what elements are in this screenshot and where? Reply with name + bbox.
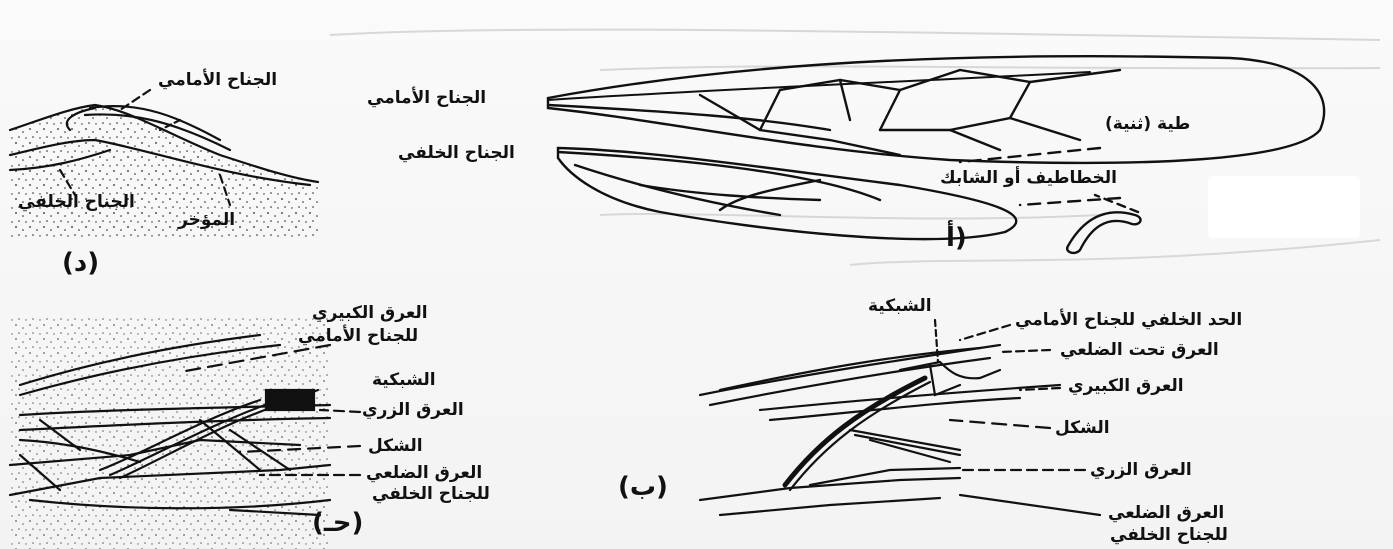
label-a-forewing: الجناح الأمامي (367, 90, 486, 107)
label-b-subcostal-vein: العرق تحت الضلعي (1060, 342, 1219, 359)
panel-d-detail (10, 90, 318, 240)
label-c-costal-vein-2: للجناح الخلفي (372, 486, 490, 503)
label-a-fold: طية (ثنية) (1105, 116, 1190, 133)
label-c-major-vein-1: العرق الكبيري (312, 305, 428, 322)
label-c-anal-vein: العرق الزري (362, 402, 464, 419)
hook-detail (1067, 212, 1140, 253)
label-b-costal-vein-2: للجناح الخلفي (1110, 527, 1228, 544)
label-d-tail: المؤخر (178, 212, 235, 229)
label-d-hindwing: الجناح الخلفي (18, 194, 135, 211)
label-a-hindwing: الجناح الخلفي (398, 145, 515, 162)
label-c-costal-vein-1: العرق الضلعي (366, 465, 482, 482)
panel-letter-a: (أ (946, 225, 967, 251)
panel-c-detail (10, 315, 360, 549)
label-b-frenulum: الشكل (1055, 420, 1110, 437)
label-b-forewing-posterior-margin: الحد الخلفي للجناح الأمامي (1015, 312, 1242, 329)
label-d-forewing: الجناح الأمامي (158, 72, 277, 89)
label-c-reticulum: الشبكية (372, 372, 436, 389)
label-b-anal-vein: العرق الزري (1090, 462, 1192, 479)
label-b-major-vein: العرق الكبيري (1068, 378, 1184, 395)
label-b-costal-vein-1: العرق الضلعي (1108, 505, 1224, 522)
panel-letter-b: (ب) (618, 474, 668, 500)
panel-b-detail (700, 320, 1100, 515)
panel-letter-c: (حـ) (312, 510, 363, 536)
blank-patch (1208, 176, 1360, 238)
label-c-major-vein-2: للجناح الأمامي (298, 328, 418, 345)
label-a-hooks: الخطاطيف أو الشابك (940, 170, 1117, 187)
forewing-outline (548, 56, 1324, 163)
label-b-reticulum: الشبكية (868, 298, 932, 315)
panel-letter-d: (د) (62, 250, 99, 276)
label-c-frenulum: الشكل (368, 438, 423, 455)
